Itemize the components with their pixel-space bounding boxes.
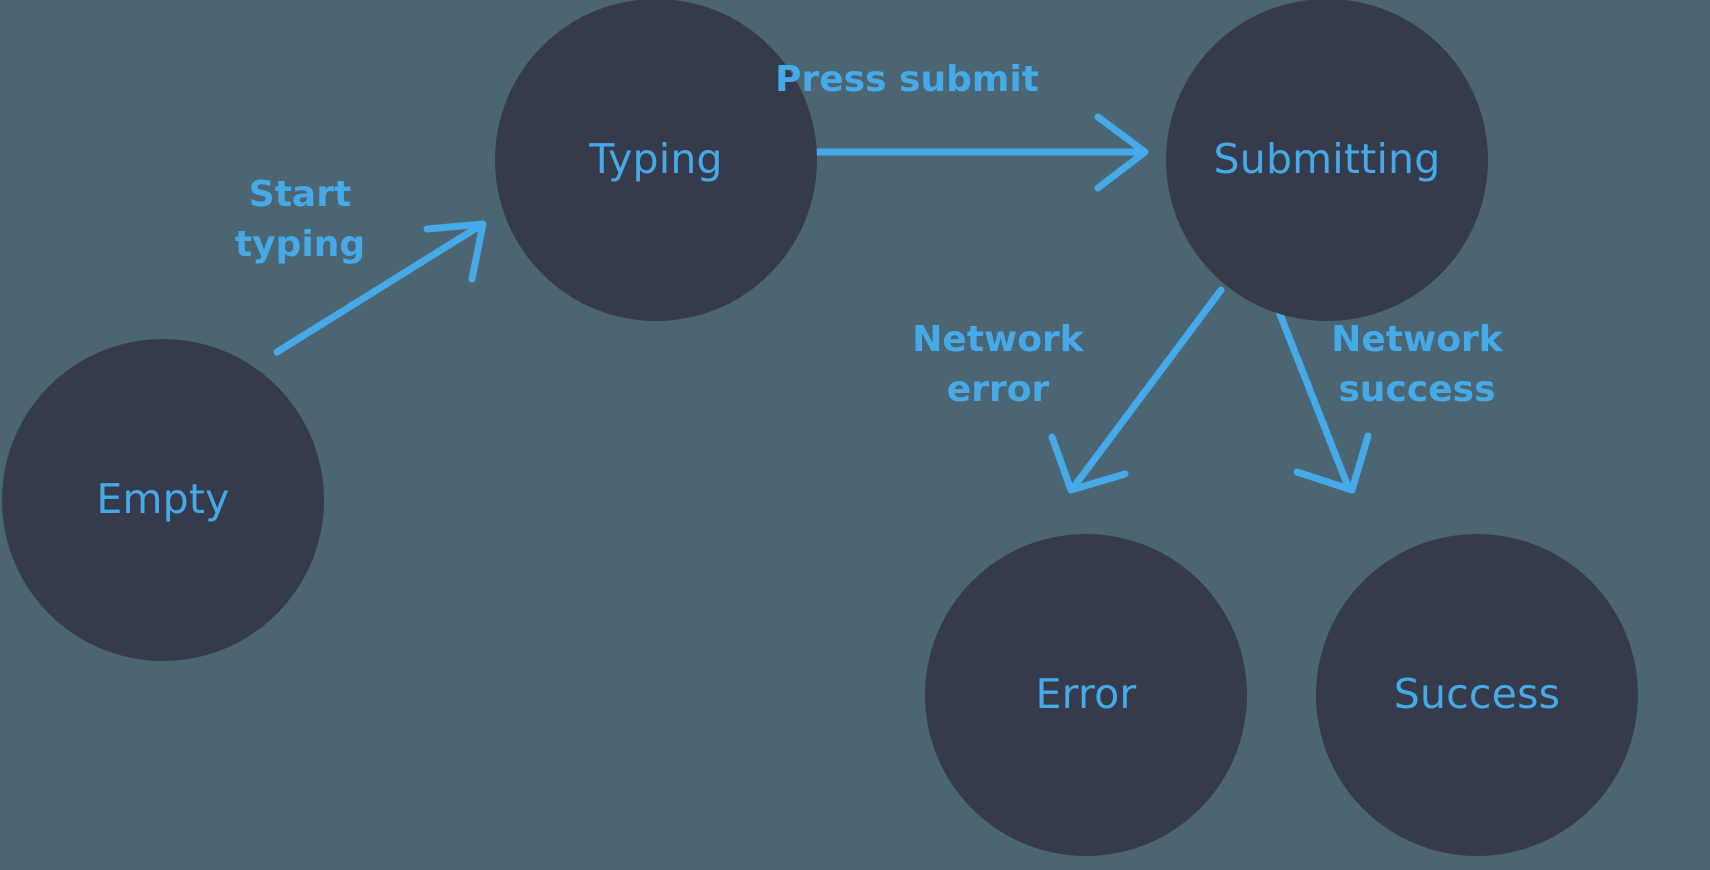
transition-start-typing-arrowhead [423, 220, 487, 283]
transition-label-network-success: Network success [1331, 319, 1503, 410]
transition-network-error-line [1072, 286, 1225, 488]
transition-label-network-success-line-1: Network [1331, 319, 1503, 360]
transition-label-network-error-line-1: Network [912, 319, 1084, 360]
state-node-typing-circle [495, 0, 817, 321]
state-node-empty-circle [2, 339, 324, 661]
transition-label-network-success-line-2: success [1338, 369, 1495, 410]
transition-label-network-error-line-2: error [947, 369, 1050, 410]
state-node-submitting[interactable]: Submitting [1166, 0, 1488, 321]
state-node-error-label: Error [1036, 670, 1137, 718]
transition-press-submit[interactable] [761, 113, 1149, 192]
transition-press-submit-arrowhead [1094, 113, 1149, 192]
state-node-typing-label: Typing [588, 135, 723, 183]
state-node-success-circle [1316, 534, 1638, 856]
state-node-submitting-label: Submitting [1214, 135, 1441, 183]
transition-network-success[interactable] [1268, 290, 1372, 494]
transition-network-success-line [1268, 290, 1351, 488]
state-node-success[interactable]: Success [1316, 534, 1638, 856]
state-node-error[interactable]: Error [925, 534, 1247, 856]
transition-label-press-submit: Press submit [775, 59, 1039, 100]
state-node-typing[interactable]: Typing [495, 0, 817, 321]
transition-label-network-error: Network error [912, 319, 1084, 410]
transition-start-typing-line [273, 223, 482, 356]
state-node-empty[interactable]: Empty [2, 339, 324, 661]
transition-network-success-arrowhead [1293, 432, 1372, 494]
transition-network-error-arrowhead [1048, 433, 1129, 494]
transition-label-start-typing-line-1: Start [249, 174, 351, 215]
transition-label-press-submit-line-1: Press submit [775, 59, 1039, 100]
transition-label-start-typing-line-2: typing [235, 224, 365, 265]
state-node-error-circle [925, 534, 1247, 856]
transition-network-error[interactable] [1048, 286, 1225, 494]
state-node-success-label: Success [1394, 670, 1560, 718]
state-node-submitting-circle [1166, 0, 1488, 321]
state-node-empty-label: Empty [96, 475, 229, 523]
transition-label-start-typing: Start typing [235, 174, 365, 265]
transition-start-typing[interactable] [273, 220, 487, 356]
